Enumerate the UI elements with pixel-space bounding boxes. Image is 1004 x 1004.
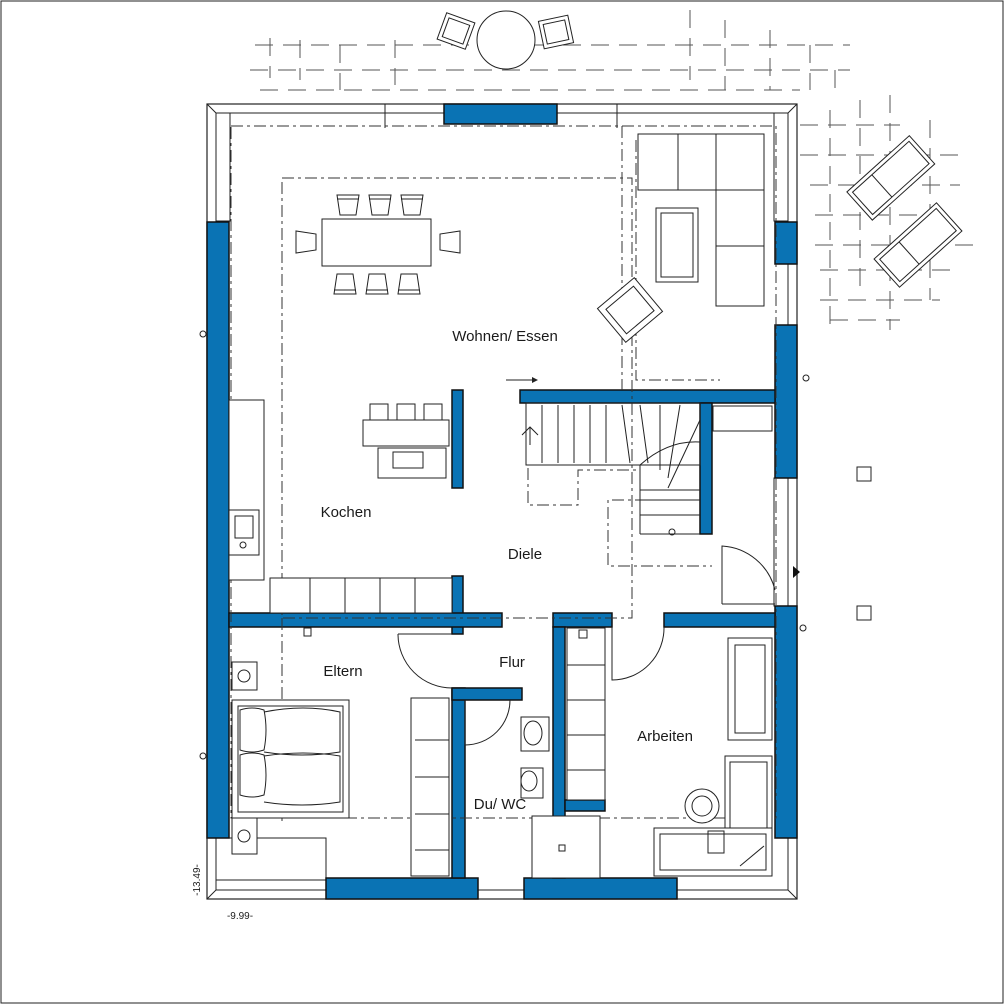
- doors: [397, 545, 800, 746]
- room-label-kochen: Kochen: [321, 504, 372, 521]
- sun-loungers: [846, 134, 963, 288]
- marker-square: [856, 605, 872, 621]
- walls: [206, 103, 798, 900]
- marker-square: [856, 466, 872, 482]
- sofa: [596, 133, 765, 343]
- dimension-bottom: -9.99-: [227, 911, 253, 922]
- terrace-paving-right: [800, 95, 975, 330]
- bathroom-fixtures: [520, 716, 601, 879]
- kitchen: [228, 399, 453, 614]
- staircase: [521, 402, 701, 536]
- entrance-arrow: [506, 377, 538, 383]
- room-label-arbeiten: Arbeiten: [637, 728, 693, 745]
- office-furniture: [566, 627, 773, 877]
- garden-table: [436, 10, 575, 70]
- room-label-eltern: Eltern: [323, 663, 362, 680]
- dining-table: [295, 194, 461, 295]
- room-label-du-wc: Du/ WC: [474, 796, 527, 813]
- wardrobe-diele: [712, 405, 773, 432]
- room-label-wohnen: Wohnen/ Essen: [452, 328, 558, 345]
- room-label-diele: Diele: [508, 546, 542, 563]
- dimension-left: -13.49-: [192, 864, 203, 896]
- room-label-flur: Flur: [499, 654, 525, 671]
- bedroom-furniture: [231, 627, 450, 877]
